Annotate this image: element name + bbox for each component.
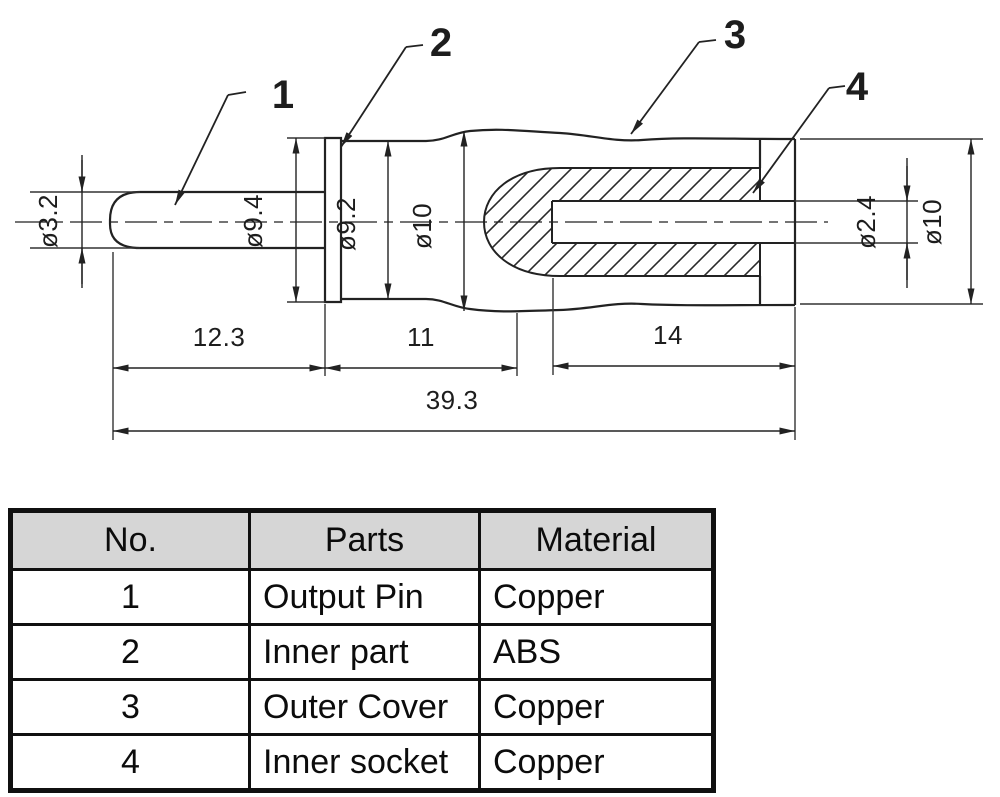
table-row: 1 Output Pin Copper	[9, 568, 715, 626]
inner-part-flange	[323, 136, 343, 304]
part-label-4: 4	[846, 65, 869, 109]
cell-material: Copper	[478, 678, 715, 736]
cell-material: ABS	[478, 623, 715, 681]
cell-material: Copper	[478, 568, 715, 626]
dim-pin-diameter: ø3.2	[33, 194, 63, 248]
part-label-1: 1	[272, 73, 294, 117]
cell-no: 4	[9, 733, 251, 792]
cell-part: Inner part	[248, 623, 481, 681]
dim-pin-length: 12.3	[193, 322, 246, 352]
dimension-lines	[78, 131, 975, 435]
header-no: No.	[9, 509, 251, 571]
cell-part: Outer Cover	[248, 678, 481, 736]
extension-lines	[30, 137, 983, 440]
output-pin-outline	[108, 190, 325, 250]
header-material: Material	[478, 509, 715, 571]
dim-flange-diameter: ø9.4	[238, 194, 268, 248]
cell-part: Output Pin	[248, 568, 481, 626]
dim-socket-depth: 14	[653, 320, 683, 350]
part-label-2: 2	[430, 21, 452, 65]
dim-outer-diameter-right: ø10	[917, 199, 947, 245]
cell-no: 1	[9, 568, 251, 626]
table-header-row: No. Parts Material	[9, 509, 715, 571]
cell-no: 3	[9, 678, 251, 736]
dim-total-length: 39.3	[426, 385, 479, 415]
part-number-labels: 1 2 3 4	[272, 13, 869, 117]
dim-inner-part-diameter: ø9.2	[331, 197, 361, 251]
table-row: 3 Outer Cover Copper	[9, 678, 715, 736]
dimension-labels: ø3.2 ø9.4 ø9.2 ø10 ø2.4 ø10 12.3 11 14 3…	[33, 194, 947, 415]
technical-drawing: ø3.2 ø9.4 ø9.2 ø10 ø2.4 ø10 12.3 11 14 3…	[15, 13, 983, 440]
table-row: 2 Inner part ABS	[9, 623, 715, 681]
dim-mid-length: 11	[407, 322, 435, 352]
header-parts: Parts	[248, 509, 481, 571]
cell-part: Inner socket	[248, 733, 481, 792]
cell-no: 2	[9, 623, 251, 681]
cell-material: Copper	[478, 733, 715, 792]
parts-table: No. Parts Material 1 Output Pin Copper 2…	[8, 508, 716, 793]
leader-lines	[174, 39, 846, 206]
dim-bore-diameter: ø2.4	[851, 195, 881, 249]
table-row: 4 Inner socket Copper	[9, 733, 715, 792]
dim-body-diameter: ø10	[407, 203, 437, 249]
part-label-3: 3	[724, 13, 746, 57]
